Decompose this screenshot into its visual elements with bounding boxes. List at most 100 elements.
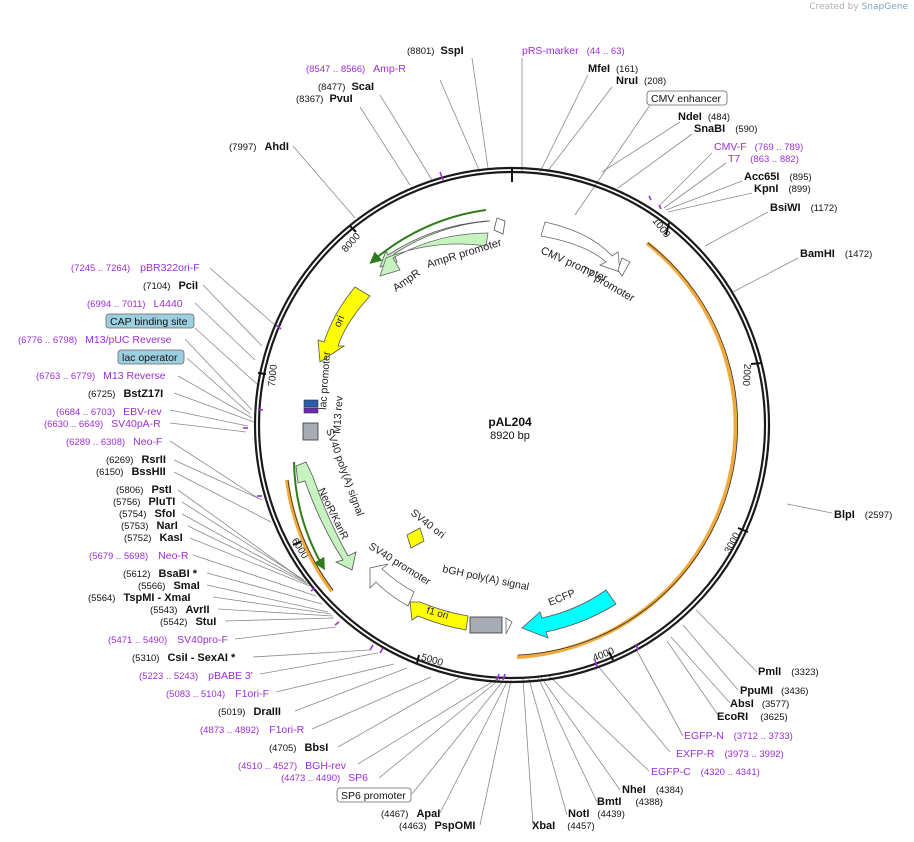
feature-ampr-body [379,232,489,277]
cmv-enhancer-box [646,90,728,106]
site-absi: AbsI(3577) [730,698,789,710]
feature-cap-binding-site: CAP binding site [110,316,188,328]
site-bstz17i: (6725)BstZ17I [88,388,163,400]
feature-lac-operator: lac operator [122,352,178,364]
site-bsabi: (5612)BsaBI * [123,568,198,580]
site-rsrii: (6269)RsrII [106,454,166,466]
feature-egfp-c: EGFP-C(4320 .. 4341) [651,766,760,778]
site-kasi: (5752)KasI [124,532,183,544]
site-draiii: (5019)DraIII [218,706,281,718]
credit-prefix: Created by [809,2,859,12]
snapgene-brand: SnapGene [861,2,908,12]
site-tspmi-xmai: (5564)TspMI - XmaI [88,592,191,604]
site-kpni: KpnI(899) [754,183,811,195]
label-ori: ori [332,314,347,329]
label-t7-promoter: T7 promoter [579,264,637,305]
tick-label-8000: 8000 [340,231,363,255]
site-apai: (4467)ApaI [381,808,440,820]
feature-neo-r: (5679 .. 5698)Neo-R [89,550,189,562]
feature-egfp-n: EGFP-N(3712 .. 3733) [684,730,793,742]
credit-line: Created by SnapGene [809,2,908,12]
site-noti: NotI(4439) [568,808,625,820]
feature-bgh-rev: (4510 .. 4527)BGH-rev [238,760,347,772]
site-smai: (5566)SmaI [138,580,200,592]
site-pluti: (5756)PluTI [113,496,175,508]
primer-site-markers [243,171,662,681]
feature-sv40pa-r: (6630 .. 6649)SV40pA-R [44,418,161,430]
feature-f1ori-r: (4873 .. 4892)F1ori-R [200,724,305,736]
site-pvui: (8367)PvuI [296,93,353,105]
cds-ecfp-arc-line [517,242,739,656]
sp6-promoter-box [336,787,412,803]
feature-cmv-f: CMV-F(769 .. 789) [714,141,803,153]
label-ecfp: ECFP [547,587,577,609]
site-pcii: (7104)PciI [143,280,198,292]
feature-sv40-polya [302,422,319,441]
site-stui: (5542)StuI [160,616,216,628]
feature-m13-reverse: (6763 .. 6779)M13 Reverse [36,370,166,382]
label-m13-rev: M13 rev [331,395,346,434]
site-ahdi: (7997)AhdI [229,141,289,153]
right-annotations: (8801)SspI pRS-marker(44 .. 63) MfeI(161… [407,45,892,832]
feature-ampr-promoter-block [493,217,506,235]
site-acc65i: Acc65I(895) [744,171,812,183]
tick-marks [257,222,763,664]
site-mfei: MfeI(161) [588,63,638,75]
lac-operator-box [117,349,185,365]
site-bsshii: (6150)BssHII [96,466,166,478]
feature-ebv-rev: (6684 .. 6703)EBV-rev [56,406,162,418]
feature-exfp-r: EXFP-R(3973 .. 3992) [676,748,784,760]
feature-sp6-promoter: SP6 promoter [341,790,406,802]
left-annotations: (8547 .. 8566)Amp-R (8477)ScaI (8367)Pvu… [18,63,475,832]
feature-ori [317,286,371,363]
feature-sv40-promoter [369,563,415,607]
feature-cmv-promoter [540,221,621,273]
feature-bgh-polya [469,616,503,634]
site-csii-sexai: (5310)CsiI - SexAI * [132,652,236,664]
site-blpi: BlpI(2597) [834,509,892,521]
feature-amp-r: (8547 .. 8566)Amp-R [306,63,406,75]
site-nhei: NheI(4384) [622,784,683,796]
feature-m13-puc-reverse: (6776 .. 6798)M13/pUC Reverse [18,334,172,346]
feature-cmv-enhancer: CMV enhancer [651,93,722,105]
site-psp-omi: (4463)PspOMI [399,820,475,832]
cap-binding-site-box [105,313,195,329]
feature-lac-promoter [303,399,319,408]
feature-sp6-promoter [505,617,513,635]
cds-neo-green-arc [293,461,325,571]
feature-neor-kanr [295,461,357,571]
site-bsiwi: BsiWI(1172) [770,202,837,214]
cds-ampr-arc [369,209,487,264]
plasmid-length: 8920 bp [490,430,530,442]
feature-sv40-ori [406,527,425,549]
plasmid-name: pAL204 [488,415,532,429]
feature-pbabe-3: (5223 .. 5243)pBABE 3' [139,670,253,682]
site-sfoi: (5754)SfoI [119,508,175,520]
site-sspi: (8801)SspI [407,45,464,57]
site-pmli: PmlI(3323) [758,666,819,678]
feature-f1ori-f: (5083 .. 5104)F1ori-F [166,688,269,700]
tick-label-7000: 7000 [267,364,280,388]
feature-neo-f: (6289 .. 6308)Neo-F [66,436,162,448]
feature-t7: T7(863 .. 882) [728,153,799,165]
feature-prs-marker: pRS-marker(44 .. 63) [522,45,625,57]
feature-l4440: (6994 .. 7011)L4440 [87,298,183,310]
label-leader-lines [169,57,833,826]
site-bamhi: BamHI(1472) [800,248,872,260]
feature-t7-promoter [617,257,631,277]
feature-sv40pro-f: (5471 .. 5490)SV40pro-F [108,634,228,646]
site-bbsi: (4705)BbsI [269,742,328,754]
site-bmti: BmtI(4388) [597,796,663,808]
feature-sp6: (4473 .. 4490)SP6 [281,772,368,784]
label-lac-promoter: lac promoter [317,351,333,411]
feature-m13-rev [303,407,319,414]
cds-ecfp-arc [516,241,738,659]
feature-f1-ori [409,601,469,631]
site-nari: (5753)NarI [121,520,178,532]
site-snabi: SnaBI(590) [694,123,757,135]
cds-neo-arc-line [287,479,334,591]
site-avrii: (5543)AvrII [150,604,210,616]
feature-pbr322ori-f: (7245 .. 7264)pBR322ori-F [71,262,200,274]
label-bgh-polya: bGH poly(A) signal [441,563,530,593]
